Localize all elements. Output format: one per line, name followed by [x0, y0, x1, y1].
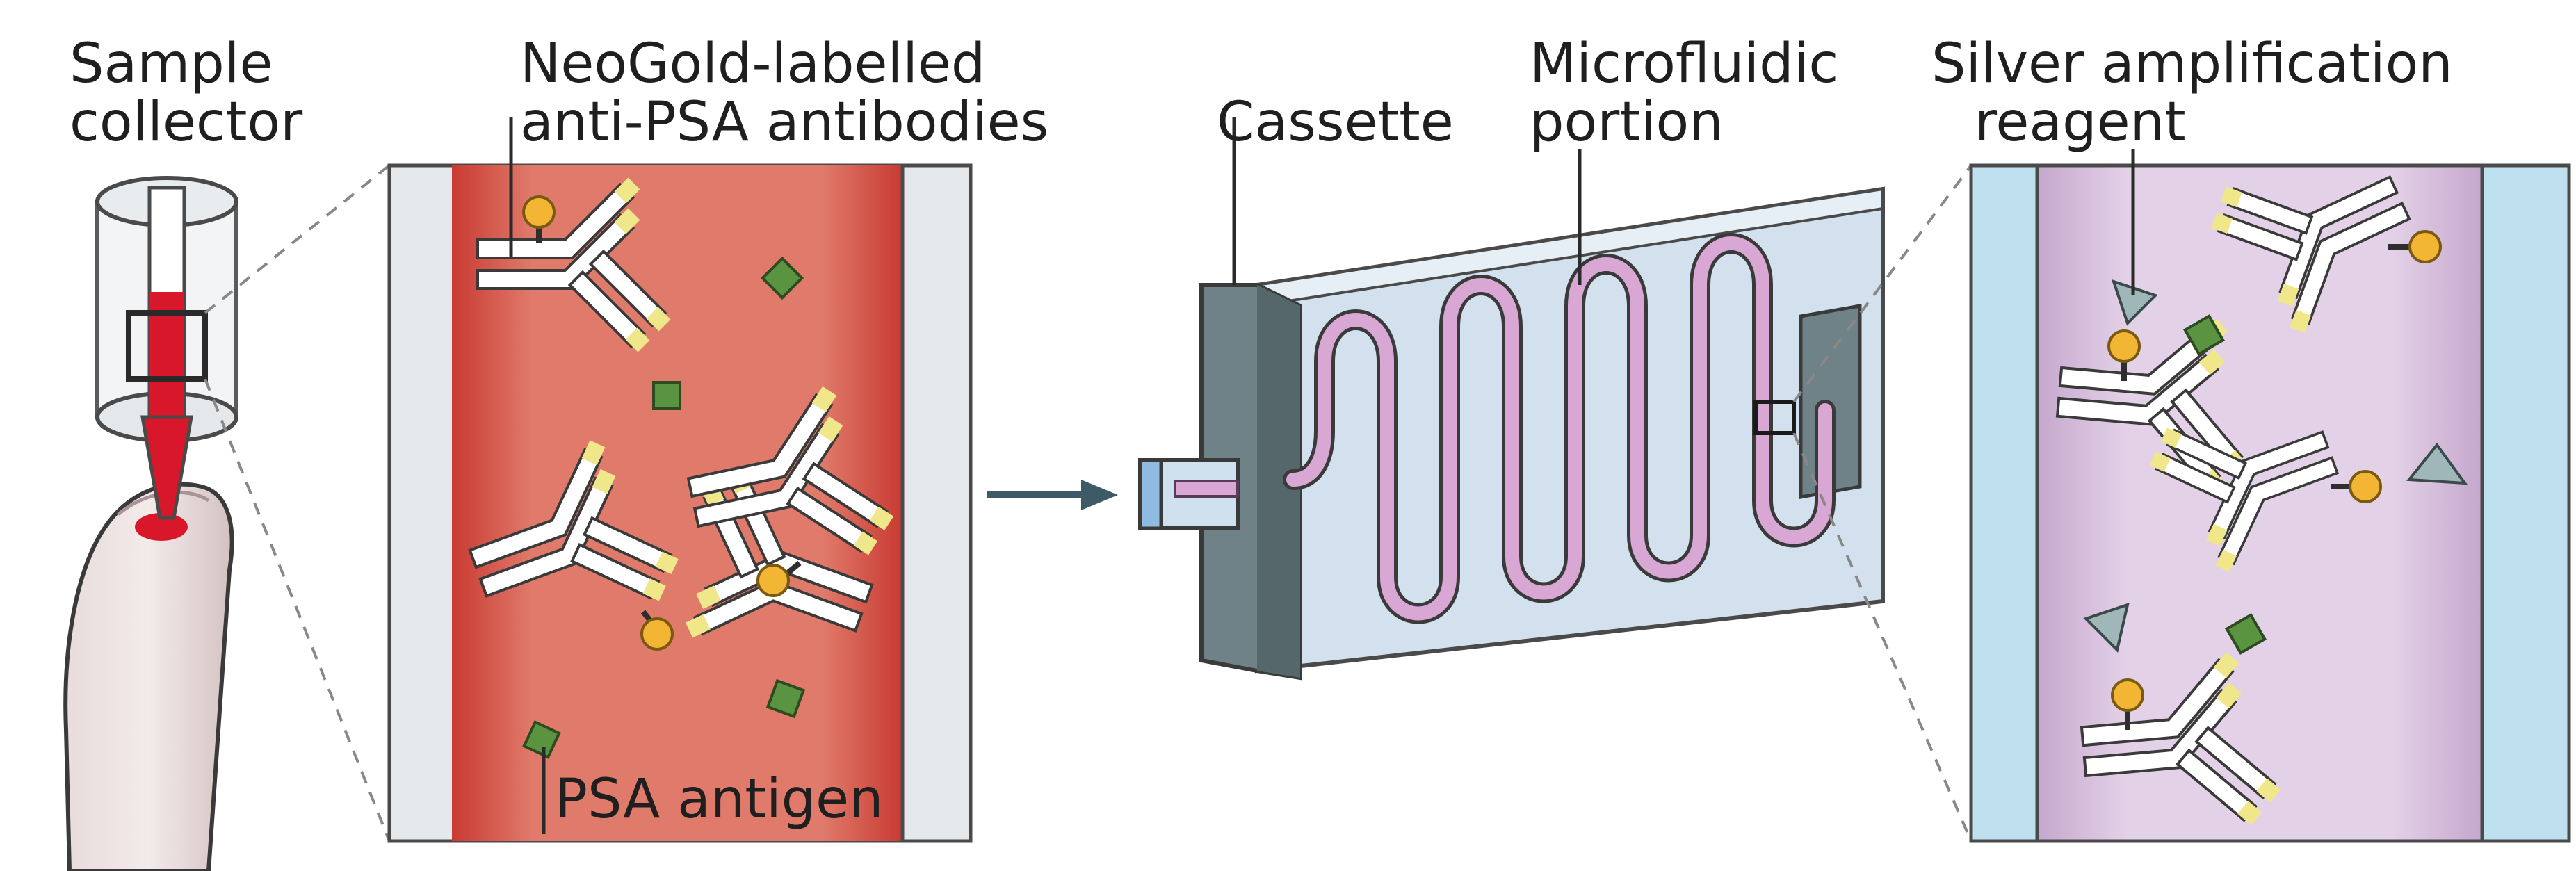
gold-particle-icon — [522, 195, 802, 651]
cassette-label: Cassette — [1217, 91, 1454, 154]
sample-collector-label-2: collector — [70, 91, 303, 154]
gold-particle-icon — [2107, 230, 2442, 730]
antigen-icon — [522, 256, 806, 759]
finger-icon — [63, 482, 234, 871]
microfluidic-label-2: portion — [1530, 91, 1724, 154]
psa-antigen-label: PSA antigen — [555, 768, 884, 831]
antigen-icon — [2182, 314, 2267, 656]
antibodies-label-2: anti-PSA antibodies — [520, 91, 1048, 154]
microfluidic-label-1: Microfluidic — [1530, 33, 1838, 95]
sample-collector-label-1: Sample — [70, 33, 273, 95]
arrow-right-icon — [987, 480, 1118, 510]
silver-label-2: reagent — [1975, 91, 2186, 154]
silver-reagent-icon — [2083, 279, 2468, 653]
sample-collector-icon — [95, 176, 238, 520]
silver-label-1: Silver amplification — [1931, 33, 2453, 95]
blood-panel — [387, 163, 973, 843]
cassette-icon — [1138, 186, 1885, 681]
silver-panel — [1969, 163, 2571, 843]
antibodies-label-1: NeoGold-labelled — [520, 33, 985, 95]
